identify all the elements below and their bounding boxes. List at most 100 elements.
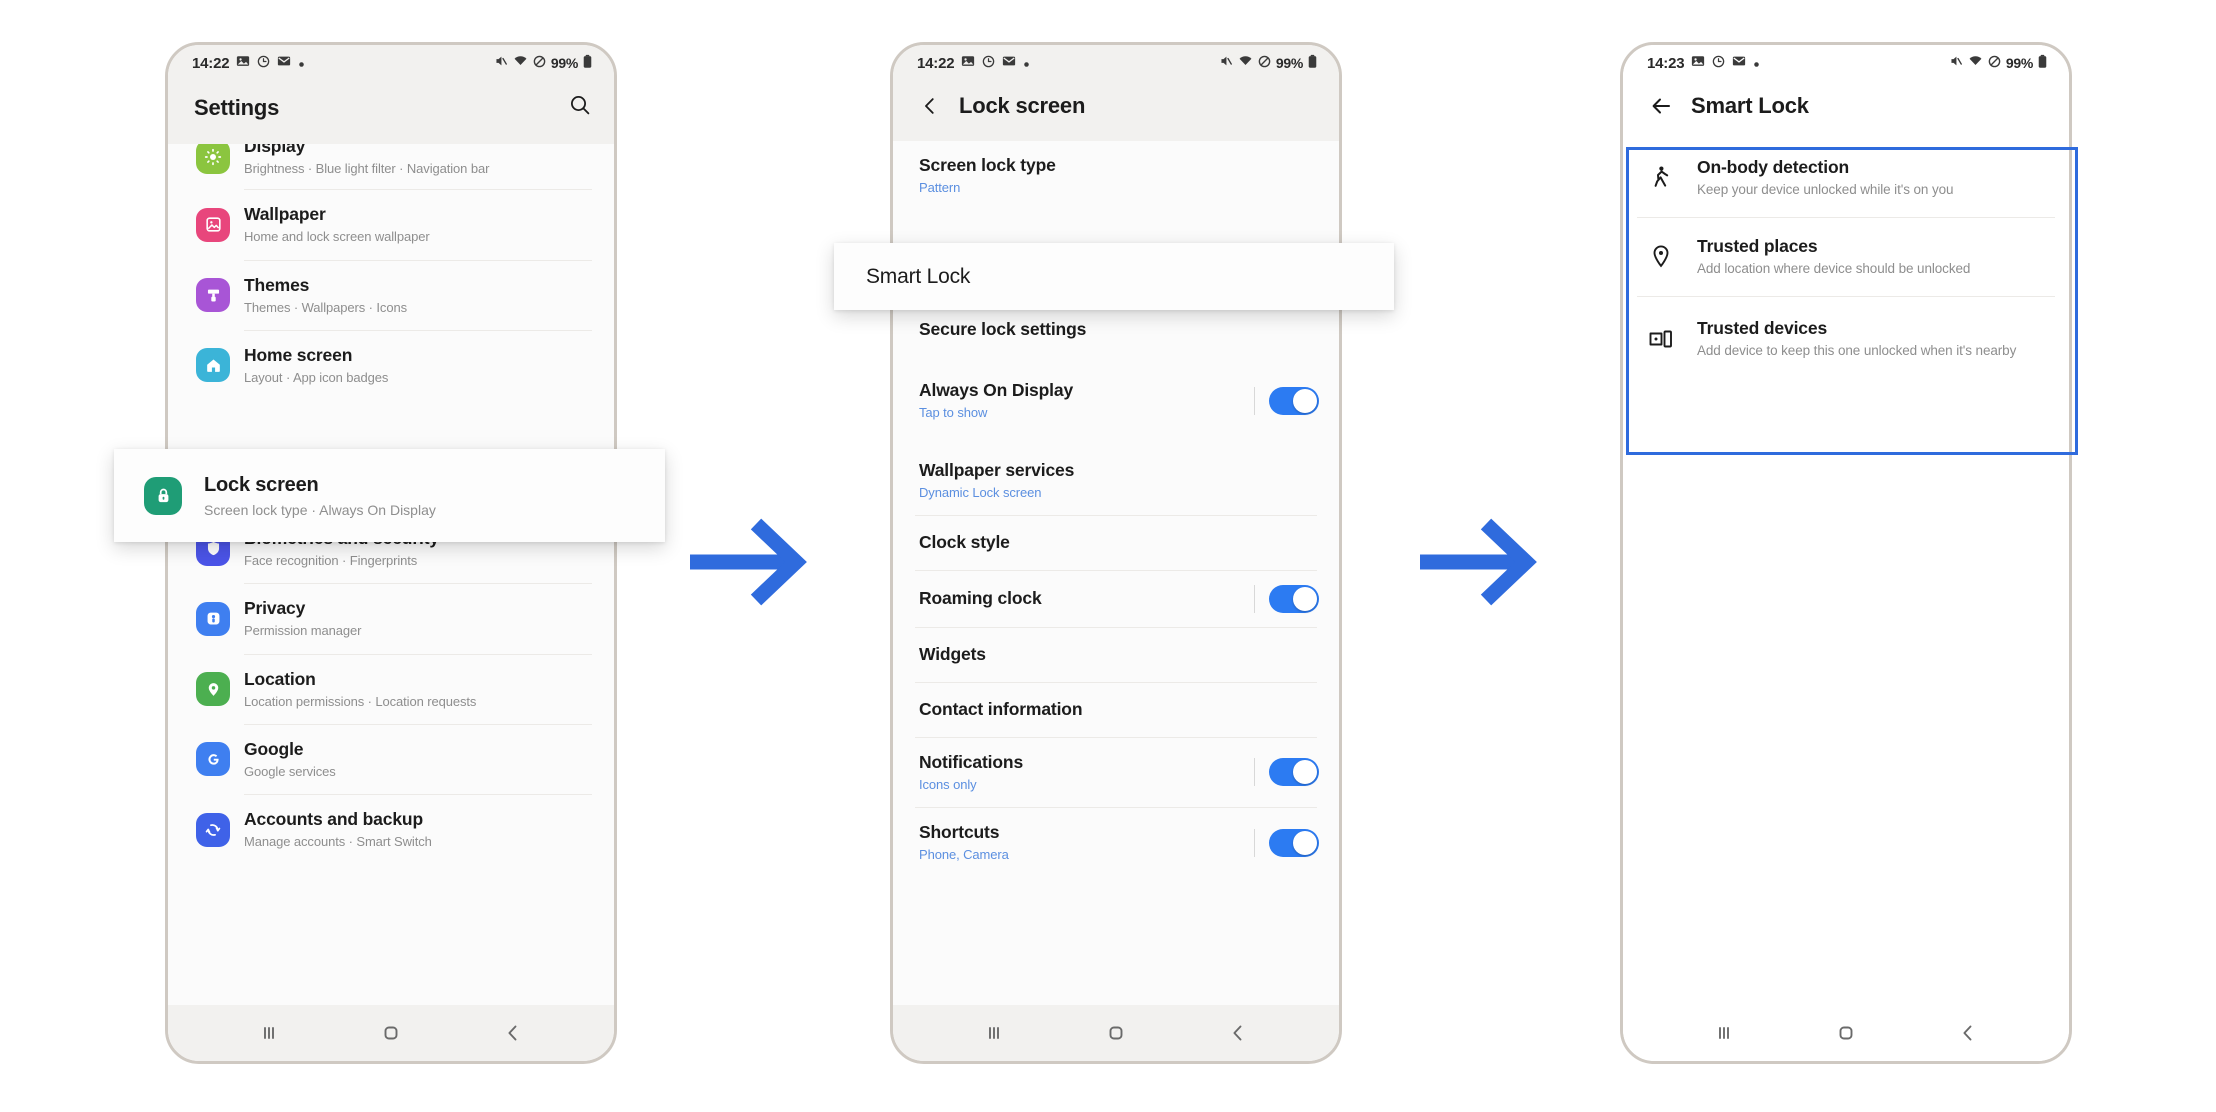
- toggle-notifications[interactable]: [1269, 758, 1319, 787]
- status-time: 14:22: [192, 54, 230, 72]
- divider: [915, 681, 1317, 683]
- settings-item-home-screen[interactable]: Home screen Layout · App icon badges: [168, 331, 614, 400]
- photo-icon: [236, 54, 250, 72]
- list-item-wallpaper-services[interactable]: Wallpaper services Dynamic Lock screen: [893, 446, 1339, 515]
- item-title: Roaming clock: [919, 588, 1042, 609]
- walking-person-icon: [1633, 165, 1689, 191]
- list-item-secure-lock-settings[interactable]: Secure lock settings: [893, 302, 1339, 356]
- photo-icon: [961, 54, 975, 72]
- navigation-bar[interactable]: [1623, 1005, 2069, 1061]
- settings-item-privacy[interactable]: Privacy Permission manager: [168, 584, 614, 653]
- toggle-separator: [1254, 828, 1255, 857]
- toggle-roaming-clock[interactable]: [1269, 584, 1319, 613]
- wifi-icon: [1968, 54, 1983, 72]
- status-time: 14:22: [917, 54, 955, 72]
- recents-icon[interactable]: [982, 1021, 1006, 1045]
- devices-icon: [1633, 327, 1689, 351]
- battery-percent: 99%: [550, 55, 578, 71]
- home-icon: [190, 348, 236, 383]
- do-not-disturb-icon: [1258, 55, 1271, 72]
- list-item-contact-information[interactable]: Contact information: [893, 683, 1339, 737]
- item-subtitle: Tap to show: [919, 405, 988, 421]
- home-icon[interactable]: [379, 1021, 403, 1045]
- item-title: On-body detection: [1697, 157, 1850, 177]
- arrow-left-icon[interactable]: [1649, 94, 1673, 118]
- navigation-bar[interactable]: [893, 1005, 1339, 1061]
- item-title: Shortcuts: [919, 822, 1000, 842]
- phone-lock-screen: 14:22: [890, 42, 1342, 1064]
- status-bar: 14:22: [893, 45, 1339, 81]
- divider: [244, 723, 592, 725]
- clock-icon: [257, 55, 270, 72]
- search-icon[interactable]: [568, 93, 592, 122]
- pin-outline-icon: [1633, 244, 1689, 270]
- list-item-trusted-places[interactable]: Trusted places Add location where device…: [1623, 218, 2069, 296]
- highlight-card-smart-lock[interactable]: Smart Lock: [834, 243, 1394, 310]
- home-icon[interactable]: [1104, 1021, 1128, 1045]
- settings-item-accounts[interactable]: Accounts and backup Manage accounts · Sm…: [168, 795, 614, 864]
- list-item-notifications[interactable]: Notifications Icons only: [893, 738, 1339, 807]
- navigation-bar[interactable]: [168, 1005, 614, 1061]
- mute-icon: [494, 54, 508, 72]
- list-item-roaming-clock[interactable]: Roaming clock: [893, 571, 1339, 627]
- item-title: Trusted places: [1697, 235, 1818, 256]
- toggle-shortcuts[interactable]: [1269, 828, 1319, 857]
- list-item-widgets[interactable]: Widgets: [893, 628, 1339, 682]
- back-icon[interactable]: [1956, 1021, 1980, 1045]
- highlight-card-title: Smart Lock: [866, 264, 971, 288]
- list-item-always-on-display[interactable]: Always On Display Tap to show: [893, 366, 1339, 435]
- divider: [244, 583, 592, 585]
- item-title: Google: [244, 738, 304, 759]
- back-icon[interactable]: [1226, 1021, 1250, 1045]
- divider: [915, 514, 1317, 516]
- privacy-icon: [190, 601, 236, 636]
- recents-icon[interactable]: [257, 1021, 281, 1045]
- list-item-clock-style[interactable]: Clock style: [893, 516, 1339, 570]
- settings-list[interactable]: Display Brightness · Blue light filter ·…: [168, 144, 614, 1005]
- item-subtitle: Face recognition · Fingerprints: [244, 553, 418, 568]
- dot-icon: [1753, 55, 1760, 72]
- settings-item-themes[interactable]: Themes Themes · Wallpapers · Icons: [168, 261, 614, 330]
- recents-icon[interactable]: [1712, 1021, 1736, 1045]
- mute-icon: [1949, 54, 1963, 72]
- item-title: Widgets: [919, 644, 986, 665]
- lock-icon: [140, 476, 186, 515]
- do-not-disturb-icon: [533, 55, 546, 72]
- back-icon[interactable]: [501, 1021, 525, 1045]
- chevron-left-icon[interactable]: [919, 95, 941, 117]
- clock-icon: [1712, 55, 1725, 72]
- battery-icon: [583, 54, 592, 73]
- toggle-separator: [1254, 386, 1255, 415]
- list-item-trusted-devices[interactable]: Trusted devices Add device to keep this …: [1623, 297, 2069, 381]
- item-subtitle: Home and lock screen wallpaper: [244, 229, 430, 245]
- divider: [915, 807, 1317, 808]
- home-icon[interactable]: [1834, 1021, 1858, 1045]
- settings-item-wallpaper[interactable]: Wallpaper Home and lock screen wallpaper: [168, 190, 614, 259]
- item-title: Display: [244, 144, 306, 156]
- divider: [244, 329, 592, 331]
- highlight-card-lock-screen[interactable]: Lock screen Screen lock type · Always On…: [114, 449, 665, 542]
- settings-item-google[interactable]: Google Google services: [168, 725, 614, 794]
- smart-lock-list[interactable]: On-body detection Keep your device unloc…: [1623, 139, 2069, 1005]
- list-item-shortcuts[interactable]: Shortcuts Phone, Camera: [893, 808, 1339, 877]
- email-icon: [1002, 54, 1016, 72]
- item-subtitle: Permission manager: [244, 623, 362, 639]
- settings-item-location[interactable]: Location Location permissions · Location…: [168, 655, 614, 724]
- list-item-screen-lock-type[interactable]: Screen lock type Pattern: [893, 141, 1339, 210]
- item-subtitle: Themes · Wallpapers · Icons: [244, 299, 407, 315]
- pin-icon: [190, 672, 236, 707]
- item-title: Location: [244, 668, 316, 689]
- toggle-always-on-display[interactable]: [1269, 386, 1319, 415]
- email-icon: [1732, 54, 1746, 72]
- clock-icon: [982, 55, 995, 72]
- item-subtitle: Keep your device unlocked while it's on …: [1697, 182, 1954, 197]
- divider: [244, 189, 592, 191]
- toggle-separator: [1254, 584, 1255, 613]
- settings-item-display[interactable]: Display Brightness · Blue light filter ·…: [168, 144, 614, 189]
- flow-arrow-2: [1418, 510, 1548, 619]
- list-item-on-body-detection[interactable]: On-body detection Keep your device unloc…: [1623, 139, 2069, 217]
- item-title: Clock style: [919, 532, 1010, 553]
- item-title: Screen lock type: [919, 155, 1056, 175]
- wallpaper-icon: [190, 207, 236, 242]
